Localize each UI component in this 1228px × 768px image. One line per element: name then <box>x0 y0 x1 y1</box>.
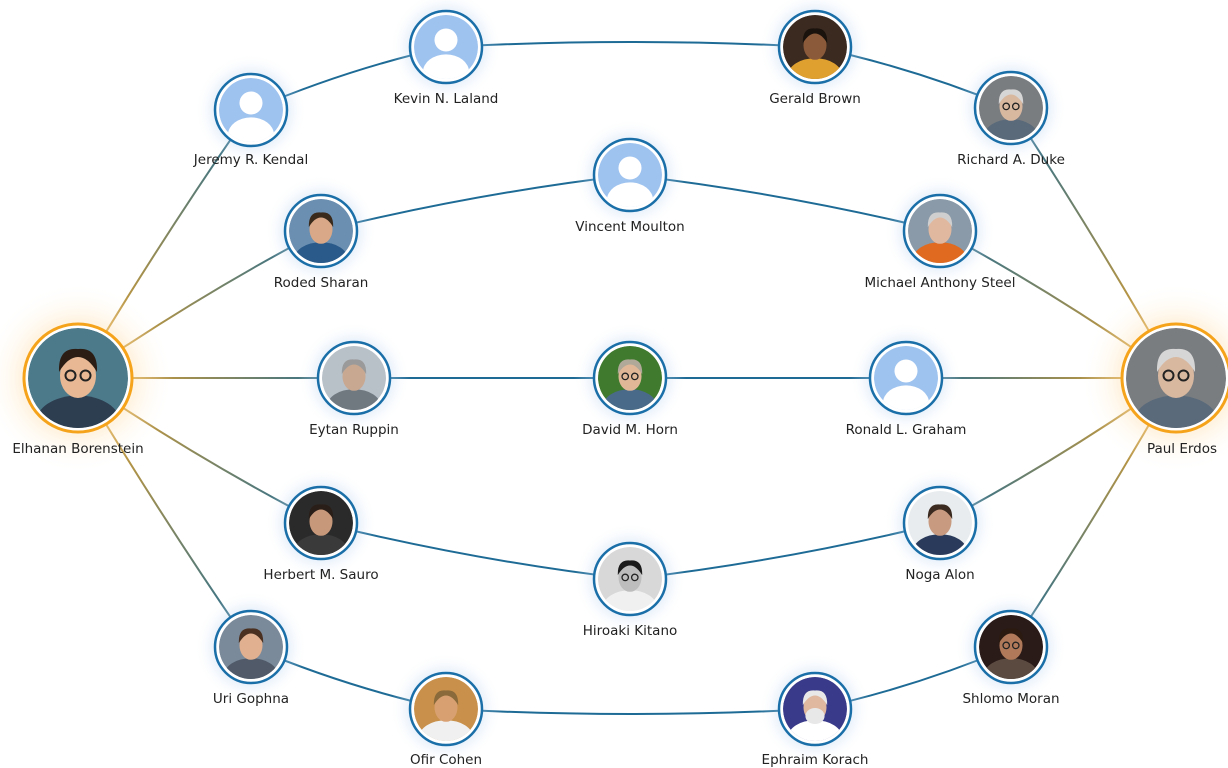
node-name-label: Hiroaki Kitano <box>583 623 678 639</box>
node-name-label: Gerald Brown <box>769 91 861 107</box>
avatar-photo <box>783 677 847 741</box>
node-name-label: Herbert M. Sauro <box>263 567 378 583</box>
node-name-label: Uri Gophna <box>213 691 289 707</box>
node-name-label: Vincent Moulton <box>575 219 684 235</box>
node-gophna[interactable]: Uri Gophna <box>195 591 307 707</box>
node-name-label: Elhanan Borenstein <box>12 441 143 457</box>
node-steel[interactable]: Michael Anthony Steel <box>865 175 1016 291</box>
node-name-label: Shlomo Moran <box>962 691 1059 707</box>
node-name-label: Noga Alon <box>905 567 974 583</box>
node-name-label: Richard A. Duke <box>957 152 1065 168</box>
node-cohen[interactable]: Ofir Cohen <box>390 653 502 768</box>
avatar-photo <box>289 199 353 263</box>
node-name-label: Ofir Cohen <box>410 752 482 768</box>
node-name-label: Michael Anthony Steel <box>865 275 1016 291</box>
avatar-photo <box>28 328 128 428</box>
avatar-photo <box>598 547 662 611</box>
node-name-label: Paul Erdos <box>1147 441 1217 457</box>
node-name-label: David M. Horn <box>582 422 678 438</box>
avatar-photo <box>219 615 283 679</box>
node-name-label: Kevin N. Laland <box>394 91 499 107</box>
avatar-photo <box>598 346 662 410</box>
node-kendal[interactable]: Jeremy R. Kendal <box>193 54 308 168</box>
avatar-photo <box>979 76 1043 140</box>
avatar-photo <box>908 199 972 263</box>
node-brown[interactable]: Gerald Brown <box>759 0 871 107</box>
avatar-photo <box>908 491 972 555</box>
avatar-photo <box>322 346 386 410</box>
avatar-photo <box>1126 328 1226 428</box>
person-placeholder-icon <box>414 15 478 79</box>
avatar-photo <box>979 615 1043 679</box>
person-placeholder-icon <box>874 346 938 410</box>
avatar-photo <box>289 491 353 555</box>
person-placeholder-icon <box>598 143 662 207</box>
node-laland[interactable]: Kevin N. Laland <box>390 0 502 107</box>
node-alon[interactable]: Noga Alon <box>884 467 996 583</box>
node-graham[interactable]: Ronald L. Graham <box>846 322 967 438</box>
node-borenstein[interactable]: Elhanan Borenstein <box>0 283 173 473</box>
avatar-photo <box>783 15 847 79</box>
node-sauro[interactable]: Herbert M. Sauro <box>263 467 379 583</box>
node-duke[interactable]: Richard A. Duke <box>955 52 1067 168</box>
node-erdos[interactable]: Paul Erdos <box>1081 283 1228 473</box>
node-ruppin[interactable]: Eytan Ruppin <box>298 322 410 438</box>
node-sharan[interactable]: Roded Sharan <box>265 175 377 291</box>
avatar-photo <box>414 677 478 741</box>
node-moran[interactable]: Shlomo Moran <box>955 591 1067 707</box>
node-korach[interactable]: Ephraim Korach <box>759 653 871 768</box>
node-name-label: Jeremy R. Kendal <box>193 152 308 168</box>
node-name-label: Ephraim Korach <box>762 752 869 768</box>
node-horn[interactable]: David M. Horn <box>574 322 686 438</box>
node-name-label: Eytan Ruppin <box>309 422 399 438</box>
node-name-label: Ronald L. Graham <box>846 422 967 438</box>
node-moulton[interactable]: Vincent Moulton <box>574 119 686 235</box>
person-placeholder-icon <box>219 78 283 142</box>
node-kitano[interactable]: Hiroaki Kitano <box>574 523 686 639</box>
node-name-label: Roded Sharan <box>274 275 369 291</box>
